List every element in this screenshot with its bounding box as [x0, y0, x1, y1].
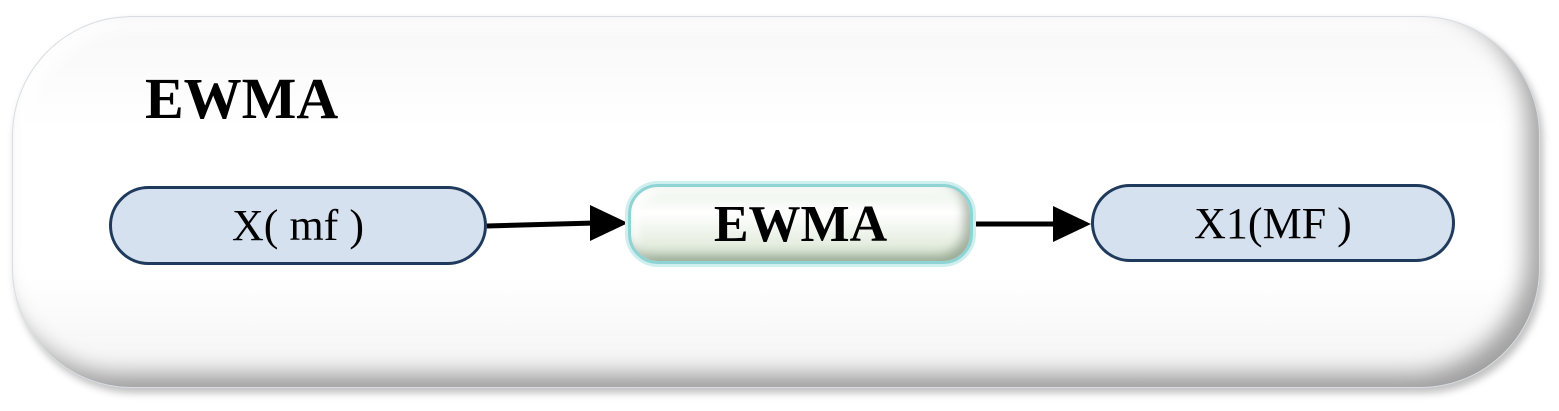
output-node-x1-mf: X1(MF ) — [1091, 184, 1455, 262]
diagram-title: EWMA — [145, 66, 339, 131]
input-node-label: X( mf ) — [232, 201, 364, 250]
input-node-x-mf: X( mf ) — [109, 186, 487, 265]
process-node-label: EWMA — [713, 195, 888, 253]
output-node-label: X1(MF ) — [1194, 198, 1352, 248]
ewma-process-node: EWMA — [628, 184, 973, 264]
